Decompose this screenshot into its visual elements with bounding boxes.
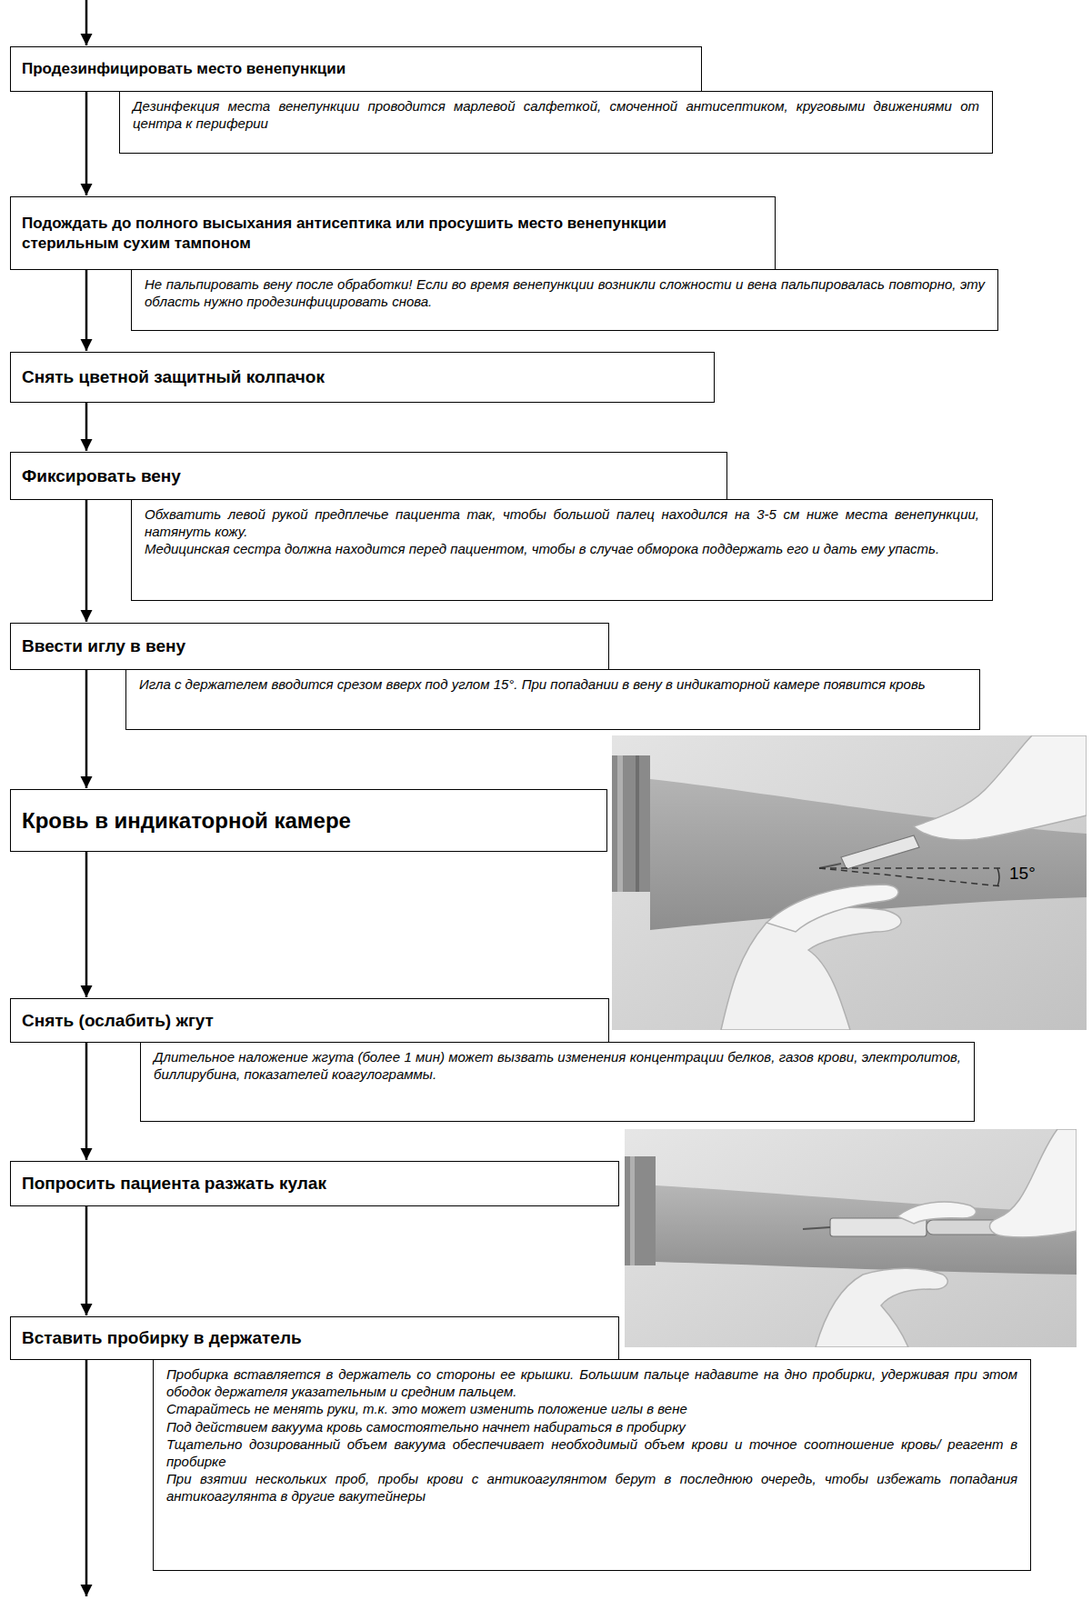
node-text: Обхватить левой рукой предплечье пациент… [144,505,980,541]
flow-arrow [85,851,89,998]
node-text: Пробирка вставляется в держатель со стор… [166,1365,1018,1401]
node-text: Медицинская сестра должна находится пере… [144,540,980,558]
process-box: Кровь в индикаторной камере [10,789,608,852]
angle-label: 15° [1009,863,1036,884]
flow-arrow [85,270,89,351]
gloved-thumb [766,884,899,932]
node-text: Длительное наложение жгута (более 1 мин)… [153,1048,962,1083]
flow-arrow [85,1042,89,1161]
process-box: Попросить пациента разжать кулак [10,1161,620,1207]
photo-background [624,1129,1077,1348]
node-text: Под действием вакуума кровь самостоятель… [166,1418,1018,1436]
tourniquet-shine [630,1156,635,1266]
gloved-hand-lower [721,907,902,1031]
gloved-hand-upper [913,735,1087,841]
node-text: Ввести иглу в вену [21,635,598,658]
flow-arrow [85,91,89,196]
photo-needle-insertion: 15° [611,735,1087,1031]
process-box: Вставить пробирку в держатель [10,1316,620,1361]
node-text: Кровь в индикаторной камере [21,807,596,835]
illustration [624,1129,1077,1348]
note-box: Дезинфекция места венепункции проводится… [119,90,993,154]
exit-arrow [85,1354,89,1597]
flow-arrow [85,500,89,622]
node-text: Игла с держателем вводится срезом вверх … [139,675,967,693]
photo-tube-insertion [624,1129,1077,1348]
process-box: Снять (ослабить) жгут [10,998,610,1043]
node-text: Снять (ослабить) жгут [21,1010,598,1032]
node-text: При взятии нескольких проб, пробы крови … [166,1470,1018,1505]
process-box: Продезинфицировать место венепункции [10,46,702,92]
gloved-fingers [897,1202,976,1224]
node-text: Фиксировать вену [21,465,716,488]
node-text: Вставить пробирку в держатель [21,1327,608,1350]
node-text: Старайтесь не менять руки, т.к. это може… [166,1400,1018,1418]
node-text: Не пальпировать вену после обработки! Ес… [144,275,985,311]
angle-guide [819,867,1003,870]
note-box: Длительное наложение жгута (более 1 мин)… [140,1041,975,1123]
needle [802,1227,831,1230]
flow-arrow [85,402,89,451]
tourniquet-shine [617,755,623,892]
note-box: Пробирка вставляется в держатель со стор… [152,1359,1032,1572]
tourniquet-shade [635,755,640,892]
gloved-hand-lower [815,1268,948,1348]
tourniquet-roll [611,755,651,892]
flow-arrow [85,1206,89,1316]
angle-guide [819,868,1003,887]
node-text: Попросить пациента разжать кулак [21,1172,608,1195]
note-box: Не пальпировать вену после обработки! Ес… [130,269,999,331]
node-text: Дезинфекция места венепункции проводится… [132,97,980,132]
node-text: Подождать до полного высыхания антисепти… [21,213,764,253]
flow-arrow [85,670,89,789]
gloved-hand-upper [990,1129,1077,1238]
note-box: Игла с держателем вводится срезом вверх … [125,669,981,731]
angle-arc [997,868,1000,887]
process-box: Ввести иглу в вену [10,622,610,671]
needle-holder [841,835,920,870]
process-box: Снять цветной защитный колпачок [10,351,715,403]
process-box: Подождать до полного высыхания антисепти… [10,196,776,271]
entry-arrow [85,0,89,46]
note-box: Обхватить левой рукой предплечье пациент… [130,499,993,602]
tourniquet-roll [624,1156,656,1266]
node-text: Тщательно дозированный объем вакуума обе… [166,1435,1018,1471]
process-box: Фиксировать вену [10,451,728,501]
node-text: Продезинфицировать место венепункции [21,59,691,79]
label-holder: 15° [1009,863,1036,884]
photo-background [611,735,1087,1031]
node-text: Снять цветной защитный колпачок [21,366,703,389]
